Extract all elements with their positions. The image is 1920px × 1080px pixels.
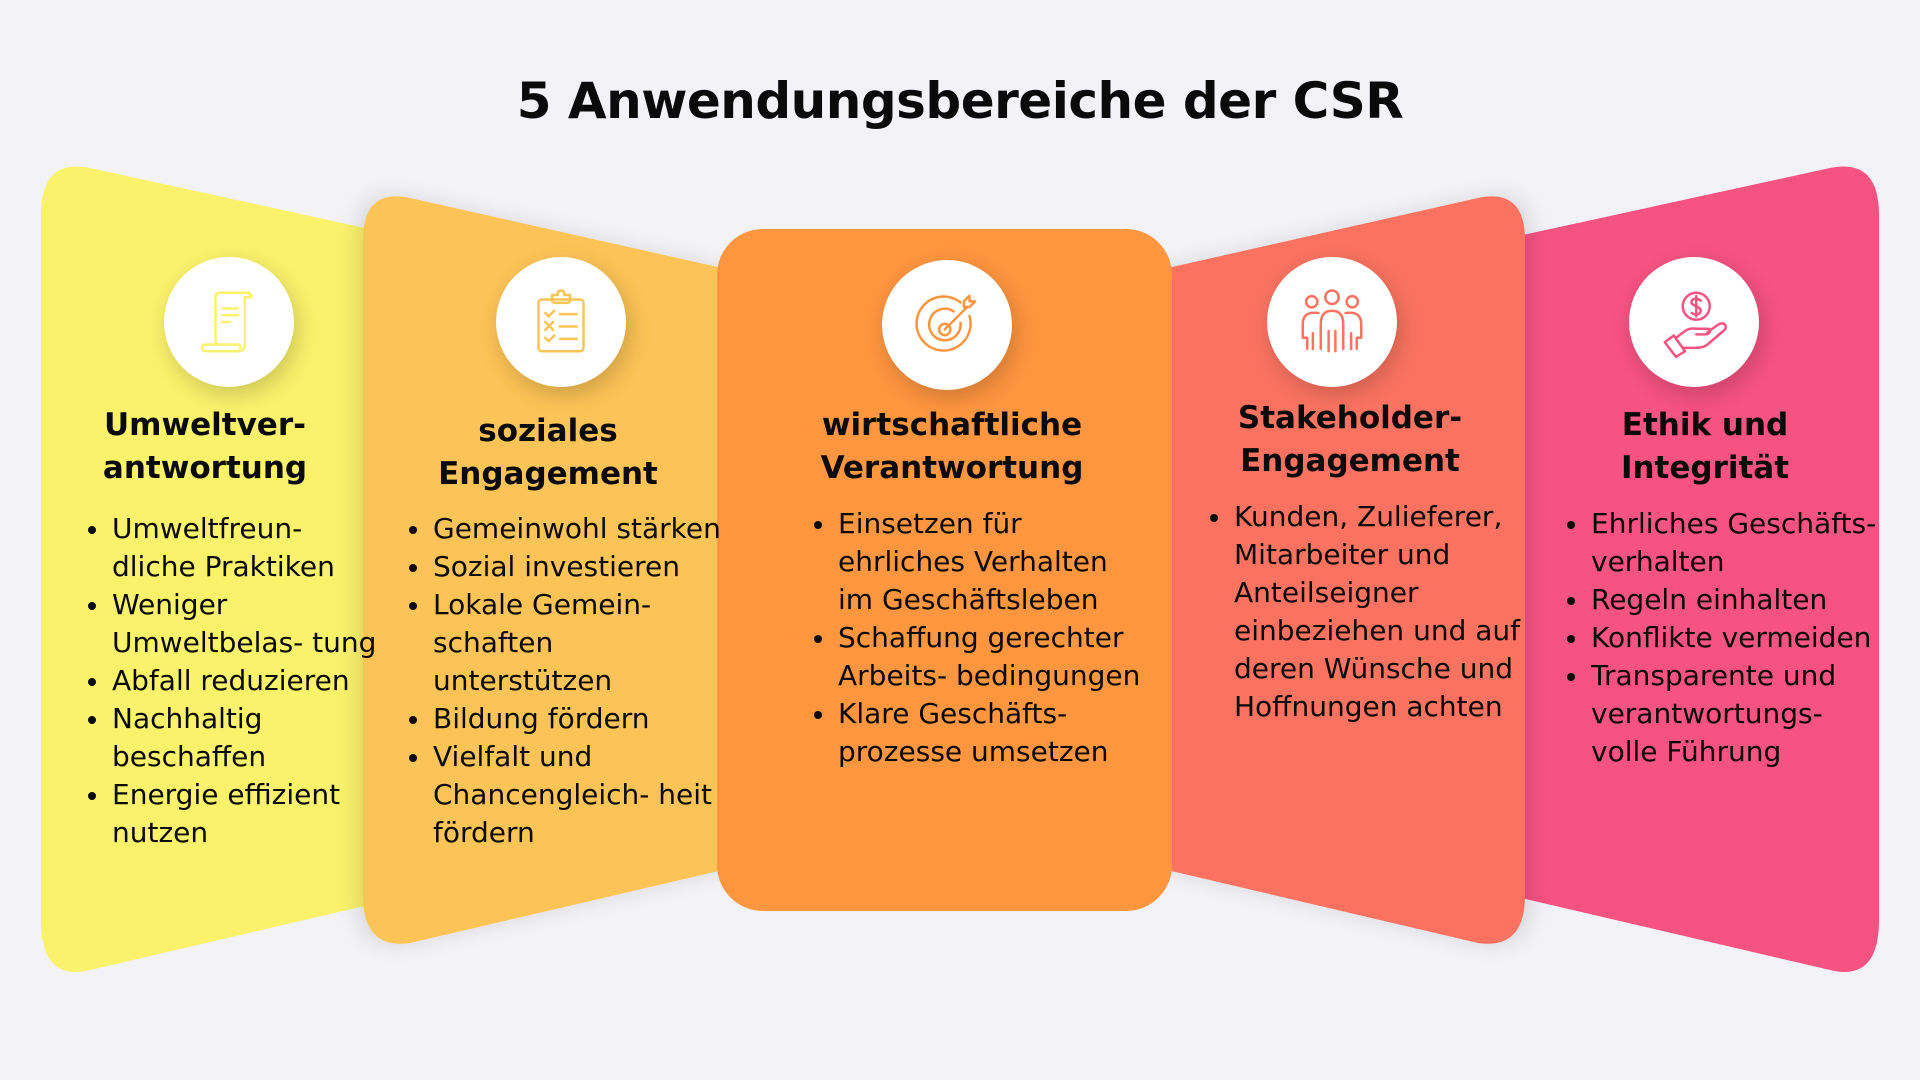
page-title: 5 Anwendungsbereiche der CSR [516, 72, 1404, 130]
card-2-shape [363, 196, 740, 944]
list-item: Kunden, Zulieferer, Mitarbeiter und Ante… [1210, 498, 1534, 726]
card-5-list: Ehrliches Geschäfts- verhalten Regeln ei… [1563, 505, 1891, 771]
list-item: Energie effizient nutzen [88, 776, 382, 852]
card-3-list: Einsetzen für ehrliches Verhalten im Ges… [810, 505, 1148, 771]
list-item: Umweltfreun- dliche Praktiken [88, 510, 382, 586]
card-2-list: Gemeinwohl stärken Sozial investieren Lo… [405, 510, 733, 852]
card-5-title-line: Ethik und [1621, 407, 1789, 443]
card-1-list: Umweltfreun- dliche Praktiken Weniger Um… [84, 510, 382, 852]
card-5-icon-badge [1629, 257, 1759, 387]
card-4-shape [1150, 196, 1525, 944]
list-item: Einsetzen für ehrliches Verhalten im Ges… [814, 505, 1148, 619]
list-item: Ehrliches Geschäfts- verhalten [1567, 505, 1891, 581]
card-1-title: Umweltver- antwortung [60, 404, 350, 490]
card-1-title-line: Umweltver- [104, 407, 306, 443]
card-3-title-line: Verantwortung [820, 450, 1084, 486]
card-1-title-line: antwortung [102, 450, 308, 486]
list-item: Konflikte vermeiden [1567, 619, 1891, 657]
list-item: Sozial investieren [409, 548, 733, 586]
card-4-title-line: Stakeholder- [1237, 400, 1463, 436]
card-2-title-line: Engagement [438, 456, 658, 492]
list-item: Weniger Umweltbelas- tung [88, 586, 382, 662]
card-4-list: Kunden, Zulieferer, Mitarbeiter und Ante… [1206, 498, 1534, 726]
list-item: Transparente und verantwortungs- volle F… [1567, 657, 1891, 771]
list-item: Gemeinwohl stärken [409, 510, 733, 548]
card-5-shape [1500, 166, 1879, 972]
list-item: Lokale Gemein- schaften unterstützen [409, 586, 733, 700]
card-3-icon-badge [882, 260, 1012, 390]
card-2-title-line: soziales [478, 413, 618, 449]
card-1-icon-badge [164, 257, 294, 387]
list-item: Bildung fördern [409, 700, 733, 738]
card-5-title: Ethik und Integrität [1560, 404, 1850, 490]
target-arrow-icon [915, 294, 977, 352]
list-item: Schaffung gerechter Arbeits- bedingungen [814, 619, 1148, 695]
card-3-title: wirtschaftliche Verantwortung [757, 404, 1147, 490]
list-item: Regeln einhalten [1567, 581, 1891, 619]
card-4-title-line: Engagement [1240, 443, 1460, 479]
clipboard-checklist-icon [537, 289, 585, 353]
card-4-title: Stakeholder- Engagement [1200, 397, 1500, 483]
card-5-title-line: Integrität [1620, 450, 1790, 486]
card-4-icon-badge [1267, 257, 1397, 387]
card-1-shape [41, 166, 420, 972]
card-3-shape [717, 229, 1172, 911]
list-item: Abfall reduzieren [88, 662, 382, 700]
hand-coin-dollar-icon [1663, 291, 1728, 358]
list-item: Vielfalt und Chancengleich- heit fördern [409, 738, 733, 852]
people-group-icon [1301, 289, 1363, 353]
card-3-title-line: wirtschaftliche [821, 407, 1083, 443]
list-item: Klare Geschäfts- prozesse umsetzen [814, 695, 1148, 771]
card-2-icon-badge [496, 257, 626, 387]
card-2-title: soziales Engagement [398, 410, 698, 496]
list-item: Nachhaltig beschaffen [88, 700, 382, 776]
scroll-document-icon [200, 291, 253, 353]
